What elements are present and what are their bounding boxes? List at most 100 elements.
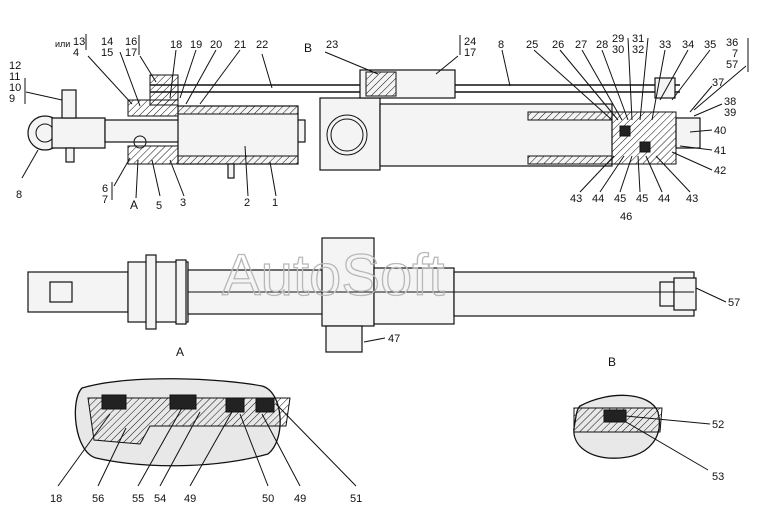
callout-5: 5 [156, 200, 162, 212]
section-b-label-53: 53 [712, 471, 724, 483]
section-b-detail [573, 394, 711, 471]
callout-17a: 17 [125, 47, 137, 59]
callout-27: 27 [575, 39, 587, 51]
section-b-title: В [608, 355, 616, 369]
callout-10: 10 [9, 82, 21, 94]
callout-29: 29 [612, 33, 624, 45]
callout-4: 4 [73, 47, 79, 59]
callout-28: 28 [596, 39, 608, 51]
callout-22: 22 [256, 39, 268, 51]
callout-57-right: 57 [726, 59, 738, 71]
callout-44b: 44 [658, 193, 670, 205]
callout-26: 26 [552, 39, 564, 51]
end-cap-plan [673, 277, 697, 311]
rod-end-plan [27, 271, 129, 313]
callout-42: 42 [714, 165, 726, 177]
callout-41: 41 [714, 145, 726, 157]
trunnion-bore [326, 114, 368, 156]
tube-wall-top-right [527, 111, 613, 121]
section-b-seal [603, 409, 627, 423]
section-a-detail [57, 378, 357, 487]
callout-14: 14 [101, 36, 113, 48]
section-a-label-55: 55 [132, 493, 144, 505]
middle-callouts: 47 57 А В [176, 287, 740, 369]
callout-46: 46 [620, 211, 632, 223]
callout-34: 34 [682, 39, 694, 51]
trunnion-bore-inner [330, 118, 364, 152]
callout-11: 11 [9, 71, 20, 83]
callout-6: 6 [102, 183, 108, 195]
callout-44a: 44 [592, 193, 604, 205]
callout-8-top: 8 [498, 39, 504, 51]
callout-47: 47 [388, 333, 400, 345]
section-a-seal-4 [255, 397, 275, 413]
callout-15: 15 [101, 47, 113, 59]
drain-plug [227, 163, 235, 179]
callout-36: 36 [726, 37, 738, 49]
end-cap [675, 117, 701, 149]
section-a-seal-1 [101, 394, 127, 410]
callout-16: 16 [125, 36, 137, 48]
callout-17b: 17 [464, 47, 476, 59]
section-a-labels: 18 56 55 54 49 50 49 51 [50, 493, 362, 505]
left-callouts: 12 11 10 9 8 6 7 А 5 3 2 1 [9, 60, 278, 212]
valve-block-plan [373, 267, 455, 325]
trunnion-pin [325, 325, 363, 353]
end-union-plan [659, 281, 675, 307]
trunnion-block [319, 97, 381, 171]
callout-39: 39 [724, 107, 736, 119]
section-a-label-49a: 49 [184, 493, 196, 505]
callout-20: 20 [210, 39, 222, 51]
section-a-label-18: 18 [50, 493, 62, 505]
callout-B: В [304, 41, 312, 55]
section-a-label-50: 50 [262, 493, 274, 505]
tube-wall-bottom [177, 155, 299, 165]
callout-19: 19 [190, 39, 202, 51]
section-a-seal-3 [225, 397, 245, 413]
tube-plan-right [453, 271, 695, 317]
callout-13: 13 [73, 36, 85, 48]
grease-fitting [61, 89, 77, 119]
middle-plan-view [27, 237, 697, 353]
callout-25: 25 [526, 39, 538, 51]
section-a-title: А [176, 345, 184, 359]
callout-35: 35 [704, 39, 716, 51]
seal-ring [133, 135, 147, 149]
callout-30: 30 [612, 44, 624, 56]
top-leaders [85, 34, 749, 121]
rod-end-head [51, 117, 106, 149]
valve-block-section [365, 71, 397, 97]
callout-1: 1 [272, 197, 278, 209]
lock-pin [65, 147, 75, 163]
cylinder-tube-left [177, 105, 299, 165]
callout-57-mid: 57 [728, 297, 740, 309]
callout-7-left: 7 [102, 194, 108, 206]
watermark: AutoSoft [222, 243, 444, 308]
right-callouts: 37 38 39 40 41 42 43 44 45 45 44 43 46 [570, 77, 736, 223]
callout-7-right: 7 [732, 48, 738, 60]
callout-43b: 43 [686, 193, 698, 205]
callout-8-left: 8 [16, 189, 22, 201]
callout-A: А [130, 198, 138, 212]
callout-37: 37 [712, 77, 724, 89]
piston-seal-2 [639, 141, 651, 153]
piston [611, 111, 677, 165]
flange-bolts-right [175, 259, 187, 325]
callout-ili: или [55, 39, 70, 49]
section-a-seal-2 [169, 394, 197, 410]
callout-2: 2 [244, 197, 250, 209]
callout-38: 38 [724, 96, 736, 108]
callout-45b: 45 [636, 193, 648, 205]
callout-12: 12 [9, 60, 21, 72]
callout-3: 3 [180, 197, 186, 209]
callout-9: 9 [9, 93, 15, 105]
tube-wall-top [177, 105, 299, 115]
section-b-label-52: 52 [712, 419, 724, 431]
tube-wall-bottom-right [527, 155, 613, 165]
hex-plug-plan [49, 281, 73, 303]
piston-seal [619, 125, 631, 137]
section-a-label-56: 56 [92, 493, 104, 505]
callout-33: 33 [659, 39, 671, 51]
